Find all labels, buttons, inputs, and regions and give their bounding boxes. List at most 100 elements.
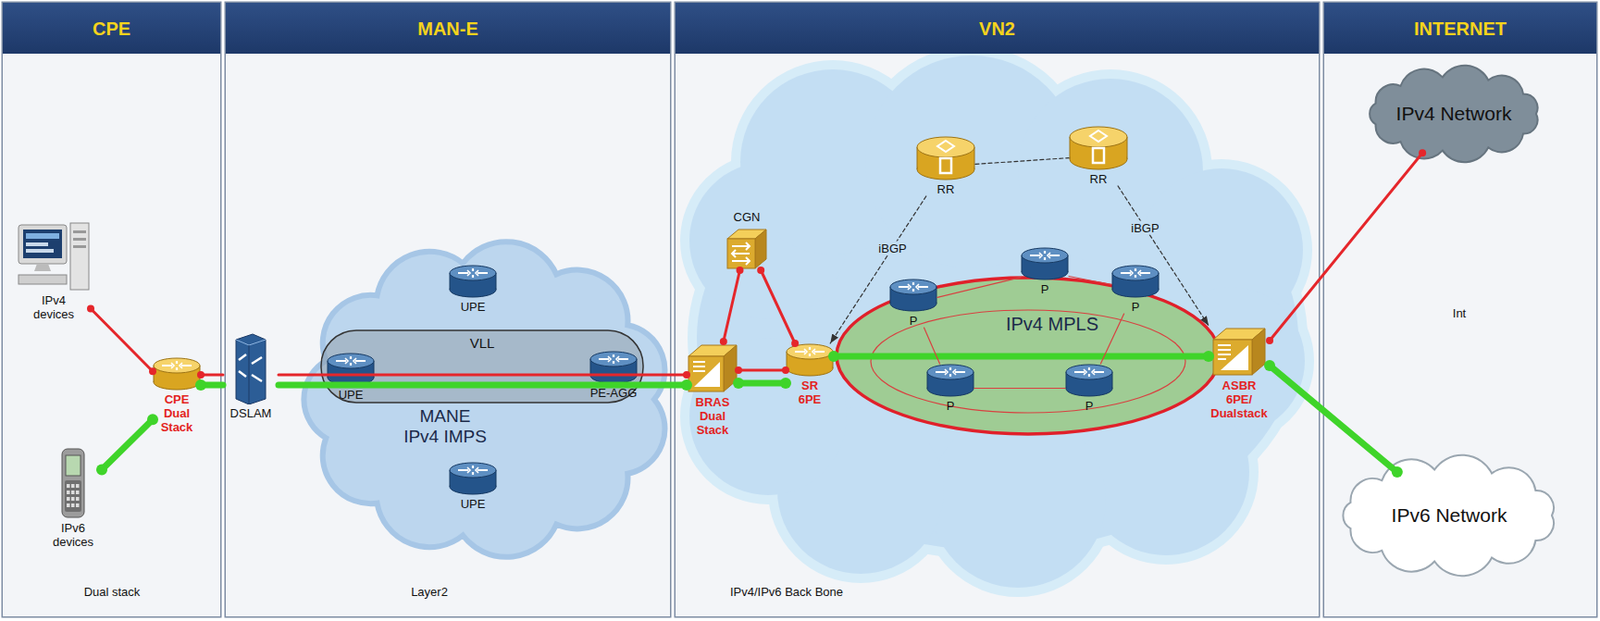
icon-part: [71, 503, 75, 508]
icon-part: [898, 282, 929, 292]
connector: [937, 277, 1021, 298]
node-label: MANE IPv4 IMPS: [401, 406, 490, 447]
icon-part: [935, 367, 966, 377]
line-end-dot: [197, 371, 205, 379]
blue-node: P: [889, 278, 938, 328]
connector: [101, 419, 153, 470]
line-end-dot: [719, 337, 728, 346]
line-end-dot: [86, 304, 95, 312]
device-label: P: [1126, 299, 1145, 314]
network-cloud: IPv4 Network: [1359, 63, 1550, 164]
icon-part: [944, 369, 956, 375]
icon-part: [73, 230, 87, 234]
device-label: CGN: [723, 210, 770, 224]
icon-part: [23, 229, 63, 259]
icon-part: [794, 347, 825, 357]
blue-icon: [589, 350, 638, 385]
blue-node: UPE: [326, 352, 375, 402]
icon-part: [70, 223, 89, 290]
router-icon: [152, 357, 201, 391]
icon-part: [598, 354, 629, 364]
connector: [278, 382, 687, 389]
line-end-dot: [734, 366, 743, 374]
blue-icon: [1111, 264, 1160, 298]
connector: [1117, 186, 1209, 326]
icon-part: [75, 496, 80, 501]
line-end-dot: [148, 367, 157, 375]
backbone-cloud: [689, 55, 1305, 588]
panel-header: MAN-E: [225, 2, 670, 54]
node-label: IPv4 MPLS: [992, 313, 1113, 335]
icon-part: [1083, 369, 1095, 375]
icon-part: [71, 483, 75, 488]
router-node: CPE Dual Stack: [152, 357, 201, 435]
icon-part: [73, 237, 87, 241]
icon-part: [25, 248, 54, 253]
icon-part: [66, 483, 71, 488]
device-label: RR: [1079, 172, 1117, 187]
icon-part: [75, 483, 80, 488]
node-label: VLL: [454, 334, 510, 351]
icon-part: [1021, 248, 1068, 263]
blue-icon: [326, 352, 375, 386]
panel-caption: Layer2: [327, 584, 532, 599]
blue-icon: [448, 461, 497, 496]
bras-node: BRAS Dual Stack: [686, 341, 739, 437]
connector: [1100, 313, 1124, 364]
icon-part: [449, 265, 497, 281]
icon-part: [171, 362, 183, 369]
blue-icon: [926, 363, 975, 397]
node-label: IPv4 Network: [1375, 102, 1533, 125]
line-end-dot: [736, 266, 745, 274]
icon-part: [727, 238, 756, 269]
icon-part: [890, 279, 937, 295]
connector: [278, 373, 687, 377]
blue-node: P: [1111, 264, 1160, 314]
icon-part: [755, 229, 767, 269]
blue-node: P: [1020, 247, 1069, 297]
icon-part: [1112, 265, 1159, 281]
icon-part: [75, 503, 80, 508]
connector: [974, 387, 1066, 389]
icon-part: [25, 233, 60, 239]
panel-header: CPE: [2, 2, 221, 54]
router-icon: [785, 343, 834, 377]
line-end-dot: [791, 339, 799, 348]
panel-caption: IPv4/IPv6 Back Bone: [684, 584, 889, 599]
connector: [760, 270, 795, 344]
icon-part: [34, 263, 51, 272]
connector: [924, 327, 941, 364]
icon-part: [937, 140, 955, 152]
icon-part: [75, 490, 80, 495]
icon-part: [1217, 345, 1231, 360]
panel-caption: Dual stack: [10, 584, 214, 599]
icon-part: [590, 351, 637, 367]
device-label: IPv4 devices: [24, 293, 83, 322]
icon-part: [1213, 339, 1253, 375]
device-label: UPE: [449, 299, 497, 314]
line-end-dot: [1391, 466, 1403, 478]
device-callout: BRAS Dual Stack: [690, 395, 735, 437]
panel: CPEDual stackIPv4 devicesIPv6 devicesCPE…: [1, 1, 222, 618]
capsule-shape: [321, 330, 644, 403]
icon-part: [927, 364, 974, 380]
icon-part: [1029, 250, 1060, 261]
icon-part: [458, 268, 488, 278]
ellipse-inner: [870, 310, 1186, 413]
icon-part: [731, 242, 750, 265]
device-label: UPE: [327, 387, 374, 402]
connector: [738, 369, 786, 373]
icon-part: [1092, 148, 1104, 163]
network-cloud: IPv6 Network: [1333, 456, 1565, 575]
icon-part: [71, 490, 75, 495]
panel: VN2IPv4/IPv6 Back BoneCGNBRAS Dual Stack…: [674, 1, 1320, 618]
line-end-dot: [1418, 148, 1427, 157]
line-end-dot: [682, 371, 691, 379]
icon-part: [71, 496, 75, 501]
icon-part: [18, 224, 67, 264]
icon-part: [694, 361, 720, 387]
icon-part: [18, 274, 67, 285]
bras-icon: [686, 341, 739, 394]
icon-part: [1120, 268, 1151, 278]
